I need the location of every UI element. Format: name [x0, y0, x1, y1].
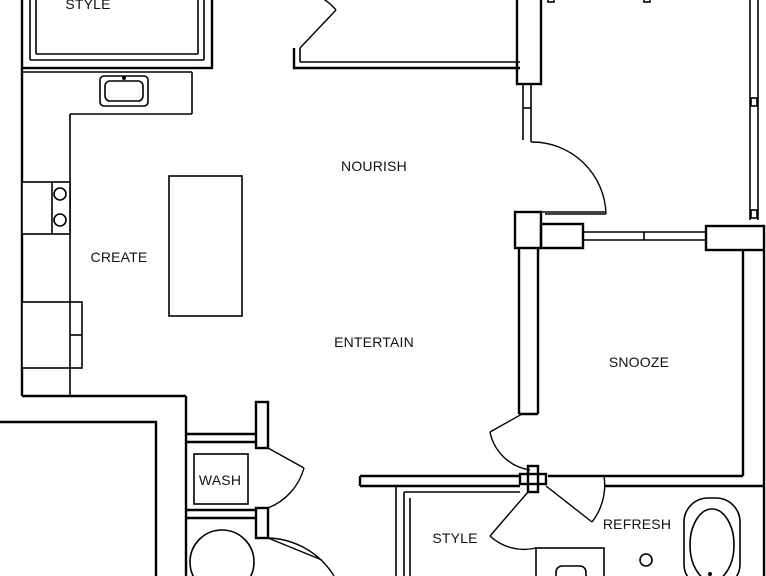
pillar-top: [515, 0, 543, 86]
lower-left-wall: [0, 420, 158, 576]
room-label-entertain: ENTERTAIN: [334, 334, 414, 350]
kitchen-island: [168, 175, 243, 317]
kitchen-sink: [99, 75, 149, 107]
closet-top-left: [20, 0, 214, 70]
pillar-mid: [513, 210, 766, 252]
balcony-door: [530, 140, 607, 215]
bathroom-fixtures: [535, 497, 741, 576]
room-label-nourish: NOURISH: [341, 158, 407, 174]
kitchen-stove: [21, 181, 71, 235]
room-label-style-bottom: STYLE: [432, 530, 477, 546]
bedroom-walls: [517, 248, 766, 576]
room-label-snooze: SNOOZE: [609, 354, 669, 370]
room-label-style-top: STYLE: [65, 0, 110, 12]
closet-bottom: [358, 474, 537, 576]
bedroom-door: [489, 413, 531, 471]
laundry-closet: [186, 400, 335, 576]
room-label-wash: WASH: [199, 472, 241, 488]
kitchen-fridge: [21, 301, 83, 369]
hall-pillar: [518, 464, 548, 494]
room-label-refresh: REFRESH: [603, 516, 671, 532]
wall-top-center: [292, 0, 520, 70]
bath-door: [545, 475, 606, 523]
balcony: [522, 0, 759, 220]
room-label-create: CREATE: [91, 249, 148, 265]
